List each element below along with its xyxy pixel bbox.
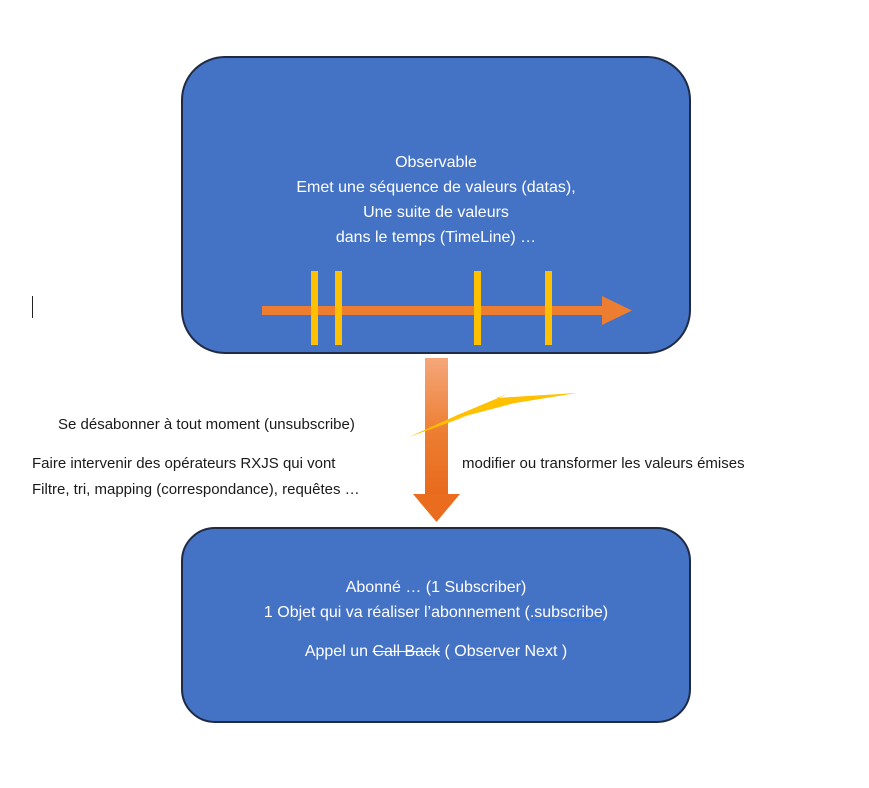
- observable-box: Observable Emet une séquence de valeurs …: [181, 56, 691, 354]
- subscriber-callback: Appel un Call Back ( Observer Next ): [183, 639, 689, 664]
- subscriber-title: Abonné … (1 Subscriber): [345, 579, 527, 596]
- callback-struck: Call Back: [372, 643, 441, 660]
- operators-label-left: Faire intervenir des opérateurs RXJS qui…: [32, 455, 336, 472]
- observable-desc-1: Emet une séquence de valeurs (datas),: [296, 179, 576, 196]
- observer-keyword: ( Observer: [444, 643, 521, 660]
- observable-title: Observable: [395, 154, 477, 171]
- text-cursor: [32, 296, 33, 318]
- subscriber-box: Abonné … (1 Subscriber) 1 Objet qui va r…: [181, 527, 691, 723]
- down-arrow-head: [413, 494, 460, 522]
- observable-text: Observable Emet une séquence de valeurs …: [183, 150, 689, 250]
- callback-suffix: Next ): [520, 643, 568, 660]
- subscriber-desc-prefix: 1 Objet qui va réaliser l’abonnement (: [263, 604, 530, 621]
- subscribe-keyword: .subscribe: [529, 604, 603, 621]
- subscriber-desc: 1 Objet qui va réaliser l’abonnement (.s…: [183, 600, 689, 625]
- lightning-bolt-icon: [409, 393, 577, 437]
- observable-desc-2: Une suite de valeurs: [363, 204, 509, 221]
- subscriber-desc-suffix: ): [602, 604, 609, 621]
- operators-label-right: modifier ou transformer les valeurs émis…: [462, 455, 745, 472]
- callback-prefix: Appel un: [304, 643, 373, 660]
- down-arrow-shaft: [425, 358, 448, 496]
- observable-desc-3: dans le temps (TimeLine) …: [335, 229, 537, 246]
- subscriber-text: Abonné … (1 Subscriber) 1 Objet qui va r…: [183, 575, 689, 664]
- unsubscribe-label: Se désabonner à tout moment (unsubscribe…: [58, 416, 355, 433]
- spacer: [183, 625, 689, 639]
- operators-label-examples: Filtre, tri, mapping (correspondance), r…: [32, 481, 360, 498]
